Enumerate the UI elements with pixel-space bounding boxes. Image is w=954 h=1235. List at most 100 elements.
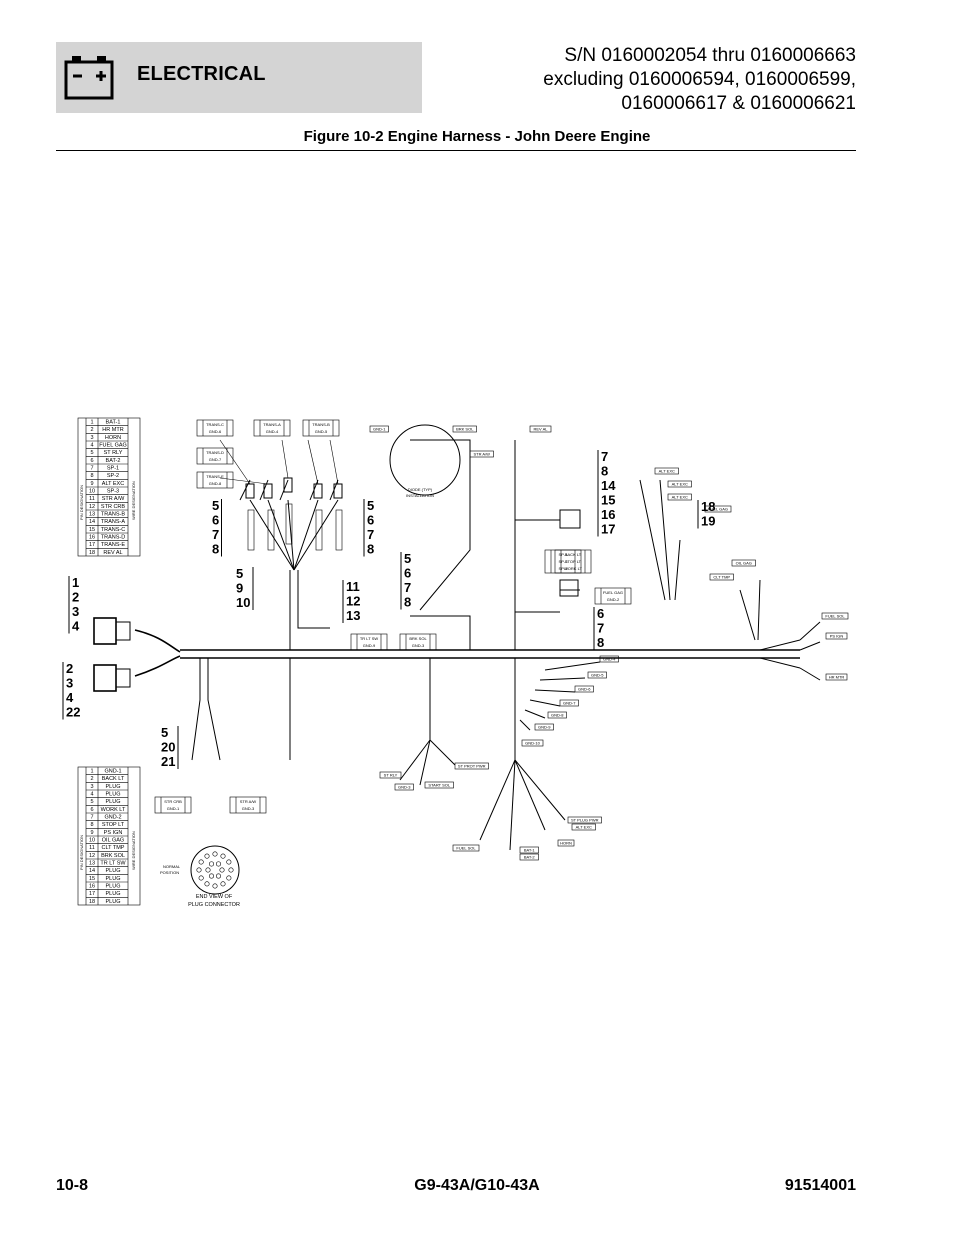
pin-number: 17 [89,891,95,897]
callout-number: 18 [701,499,715,514]
plug-pin [198,875,204,881]
svg-text:TRANS-E: TRANS-E [206,474,224,479]
svg-text:GND-1: GND-1 [373,427,386,432]
svg-text:CLT TMP: CLT TMP [713,575,730,580]
svg-text:TRANS-B: TRANS-B [312,422,330,427]
wire-tag: GND-6 [574,685,594,693]
svg-text:BACK LT: BACK LT [565,552,582,557]
callout-number: 13 [346,608,360,623]
callout-number: 6 [367,513,374,528]
svg-text:FUEL GAG: FUEL GAG [603,590,623,595]
svg-text:ALT EXC: ALT EXC [576,825,592,830]
diode-label: INSTALLATION [406,493,434,498]
wire-designation: TRANS-B [101,512,125,518]
callout-group: 1234234225678567859101112135678781415161… [62,449,715,769]
sn-line: excluding 0160006594, 0160006599, [543,69,856,90]
figure-title: Figure 10-2 Engine Harness - John Deere … [303,128,651,145]
pin-number: 11 [89,496,95,502]
svg-text:ALT EXC: ALT EXC [672,482,688,487]
svg-text:ALT EXC: ALT EXC [659,469,675,474]
table-side-label: WIRE DESIGNATION [131,831,136,870]
section-title: ELECTRICAL [137,63,266,85]
pin-number: 10 [89,838,95,844]
wire-tag: GND-5 [587,671,607,679]
wire-tag: ALT EXC [667,493,692,501]
callout-number: 2 [66,661,73,676]
pin-number: 10 [89,489,95,495]
pin-number: 9 [90,481,93,487]
callout-number: 3 [66,676,73,691]
wire-tag: PS IGN [825,632,848,640]
svg-text:GND-5: GND-5 [591,673,604,678]
svg-text:START SOL: START SOL [428,783,451,788]
wire-tag: START SOL [424,781,454,789]
svg-text:GND-6: GND-6 [578,687,591,692]
table-side-label: PIN DESIGNATION [79,835,84,870]
sn-line: S/N 0160002054 thru 0160006663 [564,45,856,66]
svg-text:STR CRB: STR CRB [164,799,182,804]
wire-designation: TRANS-A [101,519,125,525]
pin-number: 8 [90,473,93,479]
plug-end-view: NORMAL POSITION END VIEW OF PLUG CONNECT… [160,845,240,908]
wire-designation: STOP LT [102,822,125,828]
wire-designation: GND-1 [104,769,121,775]
callout-number: 4 [72,619,80,634]
wire-designation: STR CRB [101,504,125,510]
wire-designation: HORN [105,435,121,441]
callout-number: 21 [161,754,175,769]
callout-number: 8 [597,635,604,650]
plug-caption: PLUG CONNECTOR [188,902,240,908]
wire-tag: GND-1 [369,425,389,433]
svg-text:GND-10: GND-10 [525,741,540,746]
svg-text:GND-3: GND-3 [398,785,411,790]
callout-number: 11 [346,579,360,594]
wire-tag: BAT-2 [519,853,539,861]
plug-pin [212,883,218,889]
wire-designation: GND-2 [104,815,121,821]
svg-text:HR MTR: HR MTR [829,675,845,680]
bulkhead-connector [93,617,131,692]
svg-text:BAT-1: BAT-1 [524,848,536,853]
pin-number: 11 [89,845,95,851]
svg-text:TR LT SW: TR LT SW [360,636,379,641]
table-side-label: PIN DESIGNATION [79,485,84,520]
pin-number: 7 [90,815,93,821]
pin-number: 18 [89,899,95,905]
wire-designation: SP-2 [107,473,119,479]
wire-designation: BAT-2 [106,458,121,464]
wire-designation: TRANS-C [101,527,125,533]
wire-tag: GND-10 [521,739,544,747]
svg-text:STR A/W: STR A/W [240,799,257,804]
pin-number: 13 [89,861,95,867]
pin-number: 6 [90,458,93,464]
pin-number: 2 [90,776,93,782]
pin-number: 3 [90,435,93,441]
svg-text:GND-3: GND-3 [242,806,255,811]
wire-tag: FUEL SOL [452,844,480,852]
wire-designation: TRANS-D [101,535,125,541]
callout-number: 16 [601,507,615,522]
svg-text:TRANS-D: TRANS-D [206,450,224,455]
pin-number: 14 [89,868,95,874]
pin-number: 5 [90,450,93,456]
callout-number: 6 [404,566,411,581]
wire-designation: PLUG [106,884,121,890]
svg-text:OIL GAG: OIL GAG [736,561,752,566]
callout-number: 5 [404,551,411,566]
plug-pin [220,853,226,859]
plug-pin [216,861,222,867]
svg-text:FUEL GAG: FUEL GAG [708,507,728,512]
header-rule [56,150,856,151]
harness-trunk [134,440,801,761]
callout-number: 17 [601,522,615,537]
pin-number: 3 [90,784,93,790]
svg-text:SP-2: SP-2 [559,559,569,564]
svg-text:BRK SOL: BRK SOL [456,427,474,432]
callout-number: 7 [367,527,374,542]
